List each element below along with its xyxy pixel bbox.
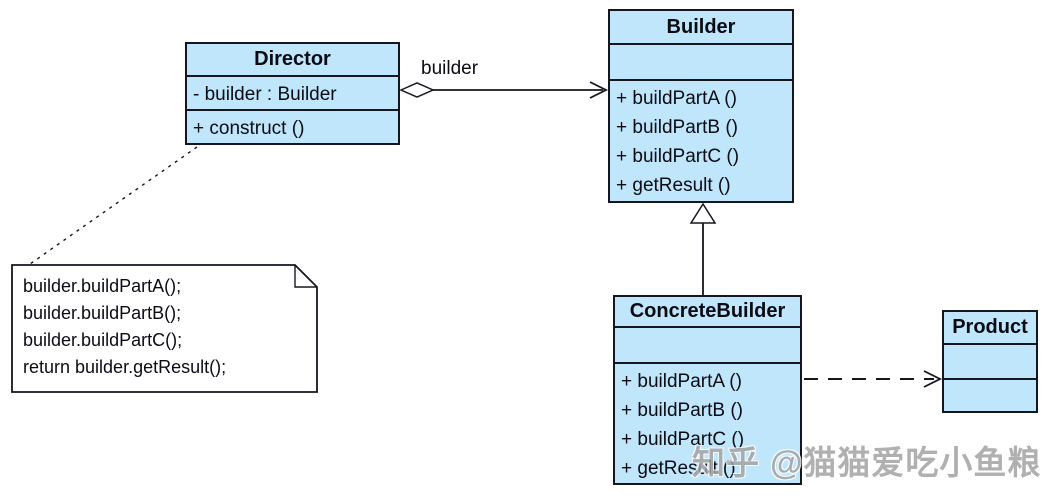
note-line: builder.buildPartA(); [23, 276, 182, 296]
method-item: + buildPartA () [616, 88, 737, 109]
aggregation-diamond-icon [399, 82, 435, 98]
class-concrete-builder-attributes [615, 326, 800, 362]
class-director-title: Director [254, 48, 331, 70]
class-director-attributes: - builder : Builder [187, 75, 398, 109]
attribute-item: - builder : Builder [193, 84, 337, 105]
class-concrete-builder-methods: + buildPartA () + buildPartB () + buildP… [615, 362, 800, 483]
note-line: builder.buildPartC(); [23, 330, 183, 350]
class-builder: Builder + buildPartA () + buildPartB () … [608, 9, 794, 203]
class-product-attributes [944, 343, 1036, 378]
dependency-arrowhead-icon [923, 370, 943, 388]
aggregation-arrowhead-icon [589, 81, 609, 99]
method-item: + buildPartA () [621, 371, 742, 392]
class-product-title: Product [952, 316, 1028, 338]
class-director-methods: + construct () [187, 109, 398, 143]
class-product: Product [942, 310, 1038, 413]
method-item: + getResult () [616, 175, 731, 196]
aggregation-role-label: builder [421, 58, 479, 79]
watermark: 知乎 @猫猫爱吃小鱼粮 [692, 444, 1042, 481]
class-concrete-builder: ConcreteBuilder + buildPartA () + buildP… [613, 295, 802, 485]
class-product-methods [944, 378, 1036, 411]
method-item: + construct () [193, 118, 305, 139]
generalization-triangle-icon [689, 202, 717, 224]
note-box: builder.buildPartA(); builder.buildPartB… [23, 273, 313, 381]
class-builder-title: Builder [666, 15, 736, 38]
class-concrete-builder-title: ConcreteBuilder [629, 300, 786, 322]
class-builder-methods: + buildPartA () + buildPartB () + buildP… [610, 79, 792, 201]
class-builder-attributes [610, 43, 792, 79]
note-fold-icon [294, 265, 317, 288]
method-item: + getResult () [621, 458, 736, 479]
method-item: + buildPartB () [616, 117, 738, 138]
note-shape [11, 264, 318, 393]
class-director: Director - builder : Builder + construct… [185, 42, 400, 145]
note-anchor-line [29, 146, 198, 265]
note-line: builder.buildPartB(); [23, 303, 182, 323]
method-item: + buildPartC () [616, 146, 740, 167]
method-item: + buildPartB () [621, 400, 743, 421]
method-item: + buildPartC () [621, 429, 745, 450]
note-line: return builder.getResult(); [23, 357, 227, 377]
